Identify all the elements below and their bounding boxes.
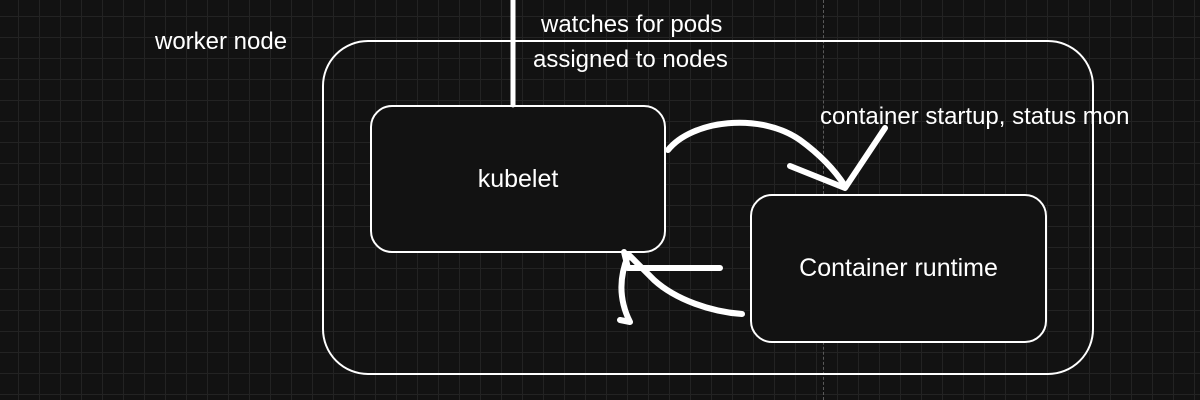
kubelet-label: kubelet — [477, 164, 559, 193]
kubelet-box: kubelet — [370, 105, 666, 253]
kubelet-to-runtime-arrow — [665, 119, 848, 189]
worker-node-boundary — [322, 40, 1094, 375]
startup-annotation: container startup, status mon — [820, 103, 1130, 130]
watch-annotation-line2: assigned to nodes — [533, 46, 728, 73]
runtime-to-kubelet-arrowhead — [617, 249, 723, 325]
container-runtime-label: Container runtime — [799, 254, 998, 282]
worker-node-label: worker node — [155, 28, 288, 55]
watch-annotation-line1: watches for pods — [541, 11, 723, 38]
container-runtime-box: Container runtime — [750, 194, 1047, 343]
kubelet-to-runtime-arrowhead — [787, 125, 888, 191]
runtime-to-kubelet-arrow — [625, 251, 745, 317]
